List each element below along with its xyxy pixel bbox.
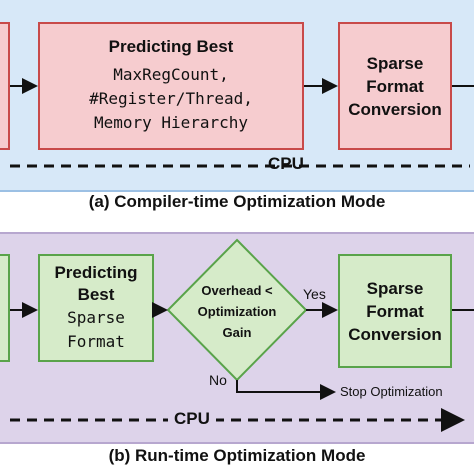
cpu-label-b: CPU [168, 409, 216, 429]
caption-b: (b) Run-time Optimization Mode [108, 446, 366, 465]
conversion-line-b: Conversion [348, 324, 442, 344]
cpu-label-a: CPU [262, 154, 310, 174]
yes-label: Yes [303, 286, 326, 302]
conversion-line-a: Sparse [366, 53, 424, 73]
predicting-best-box-b: Predicting Best Sparse Format [38, 254, 154, 362]
sparse-conversion-box-a: Sparse Format Conversion [338, 22, 452, 150]
decision-line: Optimization [197, 304, 277, 319]
predict-item-sparse: Sparse [67, 308, 125, 327]
conversion-line-a: Conversion [348, 99, 442, 119]
stop-optimization-label: Stop Optimization [340, 384, 443, 399]
sparse-conversion-box-b: Sparse Format Conversion [338, 254, 452, 368]
predict-item-memory: Memory Hierarchy [93, 113, 249, 132]
decision-line: Overhead < [201, 283, 273, 298]
conversion-line-b: Sparse [366, 278, 424, 298]
decision-line: Gain [222, 325, 252, 340]
predict-title-a: Predicting Best [108, 37, 234, 56]
caption-a: (a) Compiler-time Optimization Mode [88, 192, 386, 211]
left-partial-box-b [0, 254, 10, 362]
decision-text: Overhead < Optimization Gain [180, 280, 294, 343]
predict-title-b: Predicting [54, 263, 138, 282]
no-label: No [209, 372, 227, 388]
left-partial-box-a [0, 22, 10, 150]
predict-item-maxreg: MaxRegCount, [113, 65, 229, 84]
predict-item-format: Format [67, 332, 125, 351]
conversion-line-b: Format [366, 301, 424, 321]
predicting-best-box-a: Predicting Best MaxRegCount, #Register/T… [38, 22, 304, 150]
arrow-b-no [236, 380, 336, 400]
conversion-line-a: Format [366, 76, 424, 96]
predict-title-b: Best [77, 285, 115, 304]
predict-item-register: #Register/Thread, [89, 89, 253, 108]
